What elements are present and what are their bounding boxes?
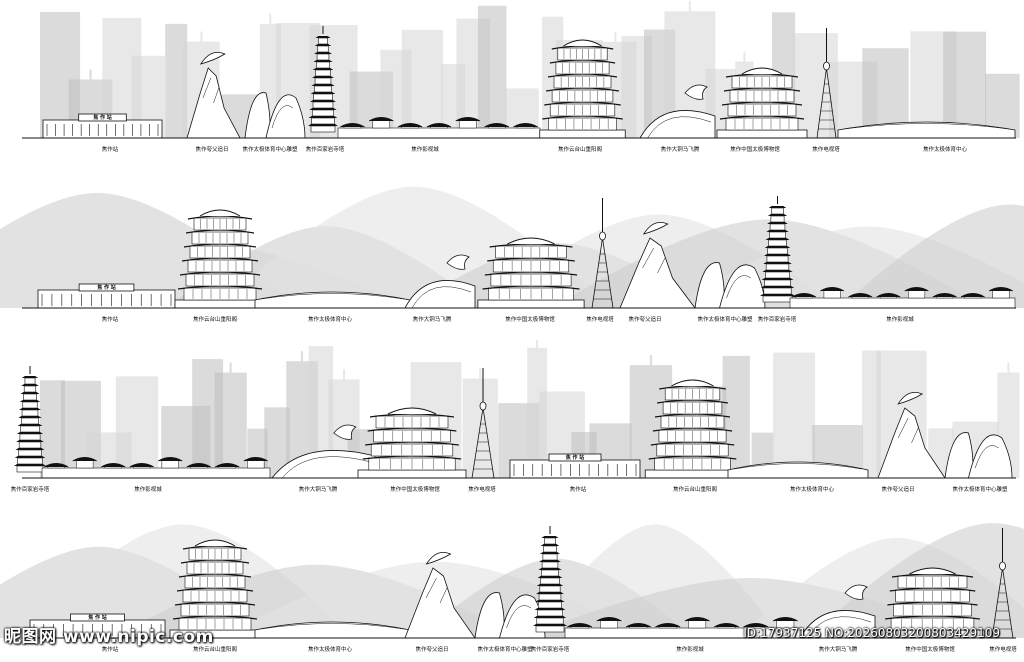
station-sign: 焦 作 站 bbox=[565, 454, 584, 461]
landmark-yuntai bbox=[169, 539, 261, 639]
landmark-film-city bbox=[337, 117, 541, 139]
landmark-pagoda bbox=[533, 526, 567, 633]
landmark-label: 焦作云台山重阳阁 bbox=[192, 317, 238, 323]
skyline-drawing: 焦 作 站 bbox=[0, 186, 1024, 309]
landmark-horse bbox=[799, 584, 876, 639]
landmark-label: 焦作影视城 bbox=[134, 487, 162, 493]
landmark-label: 焦作太极体育中心 bbox=[789, 487, 835, 493]
landmark-label: 焦作影视城 bbox=[676, 647, 704, 653]
landmark-label: 焦作中国太极博物馆 bbox=[905, 647, 955, 653]
landmark-label: 焦作夸父追日 bbox=[628, 317, 662, 323]
landmark-label: 焦作太极体育中心雕塑 bbox=[697, 317, 753, 323]
landmark-museum bbox=[477, 237, 585, 309]
panel-3: 焦 作 站焦作百家岩寺塔 焦作影视城 焦作大铜马飞腾 焦作中国太极博物馆 焦作电视塔 焦作… bbox=[0, 340, 1024, 500]
landmark-label: 焦作太极体育中心 bbox=[922, 147, 968, 153]
landmark-label: 焦作大铜马飞腾 bbox=[660, 147, 700, 153]
landmark-label: 焦作云台山重阳阁 bbox=[672, 487, 718, 493]
skyline-drawing: 焦 作 站 bbox=[14, 340, 1020, 479]
landmark-label: 焦作站 bbox=[101, 147, 119, 153]
landmark-label: 焦作中国太极博物馆 bbox=[505, 317, 555, 323]
skyline-drawing: 焦 作 站 bbox=[22, 1, 1020, 139]
landmark-yuntai bbox=[644, 379, 741, 479]
landmark-label: 焦作百家岩寺塔 bbox=[305, 147, 345, 153]
landmark-label: 焦作站 bbox=[569, 487, 587, 493]
landmark-station: 焦 作 站 bbox=[29, 613, 166, 639]
landmark-label: 焦作中国太极博物馆 bbox=[730, 147, 780, 153]
landmark-label: 焦作大铜马飞腾 bbox=[298, 487, 338, 493]
landmark-label: 焦作站 bbox=[101, 317, 119, 323]
landmark-label: 焦作影视城 bbox=[411, 147, 439, 153]
landmark-sports-center bbox=[837, 121, 1016, 139]
panel-1: 焦 作 站焦作站 焦作夸父追日 焦作太极体育中心雕塑 焦作百家岩寺塔 焦作影视城 焦作云台… bbox=[0, 0, 1024, 160]
landmark-label: 焦作百家岩寺塔 bbox=[757, 317, 797, 323]
landmark-horse bbox=[639, 84, 716, 139]
landmark-film-city bbox=[564, 617, 801, 639]
landmark-pagoda bbox=[308, 26, 338, 133]
landmark-museum bbox=[357, 407, 467, 479]
landmark-label: 焦作中国太极博物馆 bbox=[390, 487, 440, 493]
landmark-yuntai bbox=[174, 209, 266, 309]
landmark-label: 焦作电视塔 bbox=[989, 647, 1017, 653]
landmark-horse bbox=[404, 254, 476, 309]
landmark-label: 焦作太极体育中心雕塑 bbox=[477, 647, 533, 653]
landmark-label: 焦作电视塔 bbox=[586, 317, 614, 323]
city-silhouette-background bbox=[40, 1, 1020, 139]
landmark-museum bbox=[880, 567, 985, 639]
watermark-left: 昵图网 www.nipic.com bbox=[4, 627, 214, 647]
panel-2: 焦 作 站焦作站 焦作云台山重阳阁 焦作太极体育中心 焦作大铜马飞腾 焦作中国太极博物馆… bbox=[0, 170, 1024, 330]
landmark-label: 焦作百家岩寺塔 bbox=[530, 647, 570, 653]
landmark-sports-sculpture bbox=[244, 92, 306, 139]
station-sign: 焦 作 站 bbox=[92, 114, 111, 121]
station-sign: 焦 作 站 bbox=[96, 284, 115, 291]
landmark-horse bbox=[271, 424, 376, 479]
landmark-label: 焦作百家岩寺塔 bbox=[10, 487, 50, 493]
landmark-label: 焦作云台山重阳阁 bbox=[192, 647, 238, 653]
landmark-film-city bbox=[41, 457, 271, 479]
landmark-sports-sculpture bbox=[944, 432, 1013, 479]
landmark-sports-center bbox=[727, 461, 869, 479]
landmark-label: 焦作太极体育中心 bbox=[307, 647, 353, 653]
landmark-label: 焦作太极体育中心雕塑 bbox=[242, 147, 298, 153]
landmark-label: 焦作夸父追日 bbox=[195, 147, 229, 153]
landmark-label: 焦作太极体育中心 bbox=[307, 317, 353, 323]
landmark-label: 焦作站 bbox=[101, 647, 119, 653]
landmark-pagoda bbox=[760, 196, 795, 303]
landmark-label: 焦作影视城 bbox=[886, 317, 914, 323]
landmark-pagoda bbox=[14, 366, 46, 473]
skyline-drawing: 焦 作 站 bbox=[0, 523, 1024, 639]
landmark-label: 焦作夸父追日 bbox=[415, 647, 449, 653]
panel-4: 焦 作 站焦作站 焦作云台山重阳阁 焦作太极体育中心 焦作夸父追日 焦作太极体育中心雕塑… bbox=[0, 500, 1024, 660]
landmark-label: 焦作夸父追日 bbox=[881, 487, 915, 493]
watermark-right: ID:17937125 NO:20260803200803429109 bbox=[743, 626, 1000, 640]
landmark-tv-tower bbox=[816, 28, 837, 139]
landmark-station: 焦 作 站 bbox=[509, 453, 641, 479]
landmark-label: 焦作电视塔 bbox=[468, 487, 496, 493]
landmark-station: 焦 作 站 bbox=[42, 113, 163, 139]
landmark-museum bbox=[716, 67, 808, 139]
landmark-label: 焦作云台山重阳阁 bbox=[557, 147, 603, 153]
landmark-label: 焦作大铜马飞腾 bbox=[412, 317, 452, 323]
landmark-label: 焦作电视塔 bbox=[812, 147, 840, 153]
landmark-sports-sculpture bbox=[474, 592, 546, 639]
station-sign: 焦 作 站 bbox=[87, 614, 106, 621]
city-silhouette-background bbox=[40, 340, 1020, 478]
landmark-label: 焦作大铜马飞腾 bbox=[818, 647, 858, 653]
landmark-label: 焦作太极体育中心雕塑 bbox=[952, 487, 1008, 493]
landmark-yuntai bbox=[539, 39, 626, 139]
